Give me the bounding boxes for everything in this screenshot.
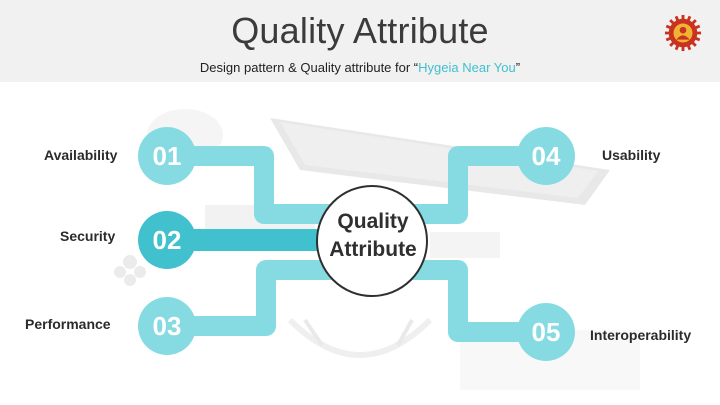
node-number-03: 03 [152,311,182,341]
subtitle-suffix: ” [515,60,521,75]
node-circle-01 [138,127,196,185]
university-logo [664,14,702,52]
center-label-line2: Attribute [329,238,417,261]
center-circle [316,185,428,297]
center-label: Quality Attribute [310,208,436,264]
label-performance: Performance [25,316,111,332]
label-availability: Availability [44,147,118,163]
node-circle-05 [517,303,575,361]
subtitle-prefix: Design pattern & Quality attribute for “ [199,60,419,75]
node-number-04: 04 [531,141,561,171]
node-circle-03 [138,297,196,355]
connector-performance [170,260,372,336]
node-number-01: 01 [152,141,182,171]
node-circle-02 [138,211,196,269]
label-usability: Usability [602,147,661,163]
node-number-05: 05 [531,317,561,347]
label-security: Security [60,228,116,244]
label-interoperability: Interoperability [590,327,692,343]
header-bar [0,0,720,82]
connector-availability [170,146,370,224]
slide-subtitle: Design pattern & Quality attribute for “… [0,60,720,75]
node-circle-04 [517,127,575,185]
node-number-02: 02 [152,225,182,255]
slide-title: Quality Attribute [231,10,489,51]
center-label-line1: Quality [337,210,409,233]
subtitle-highlight: Hygeia Near You [418,60,516,75]
